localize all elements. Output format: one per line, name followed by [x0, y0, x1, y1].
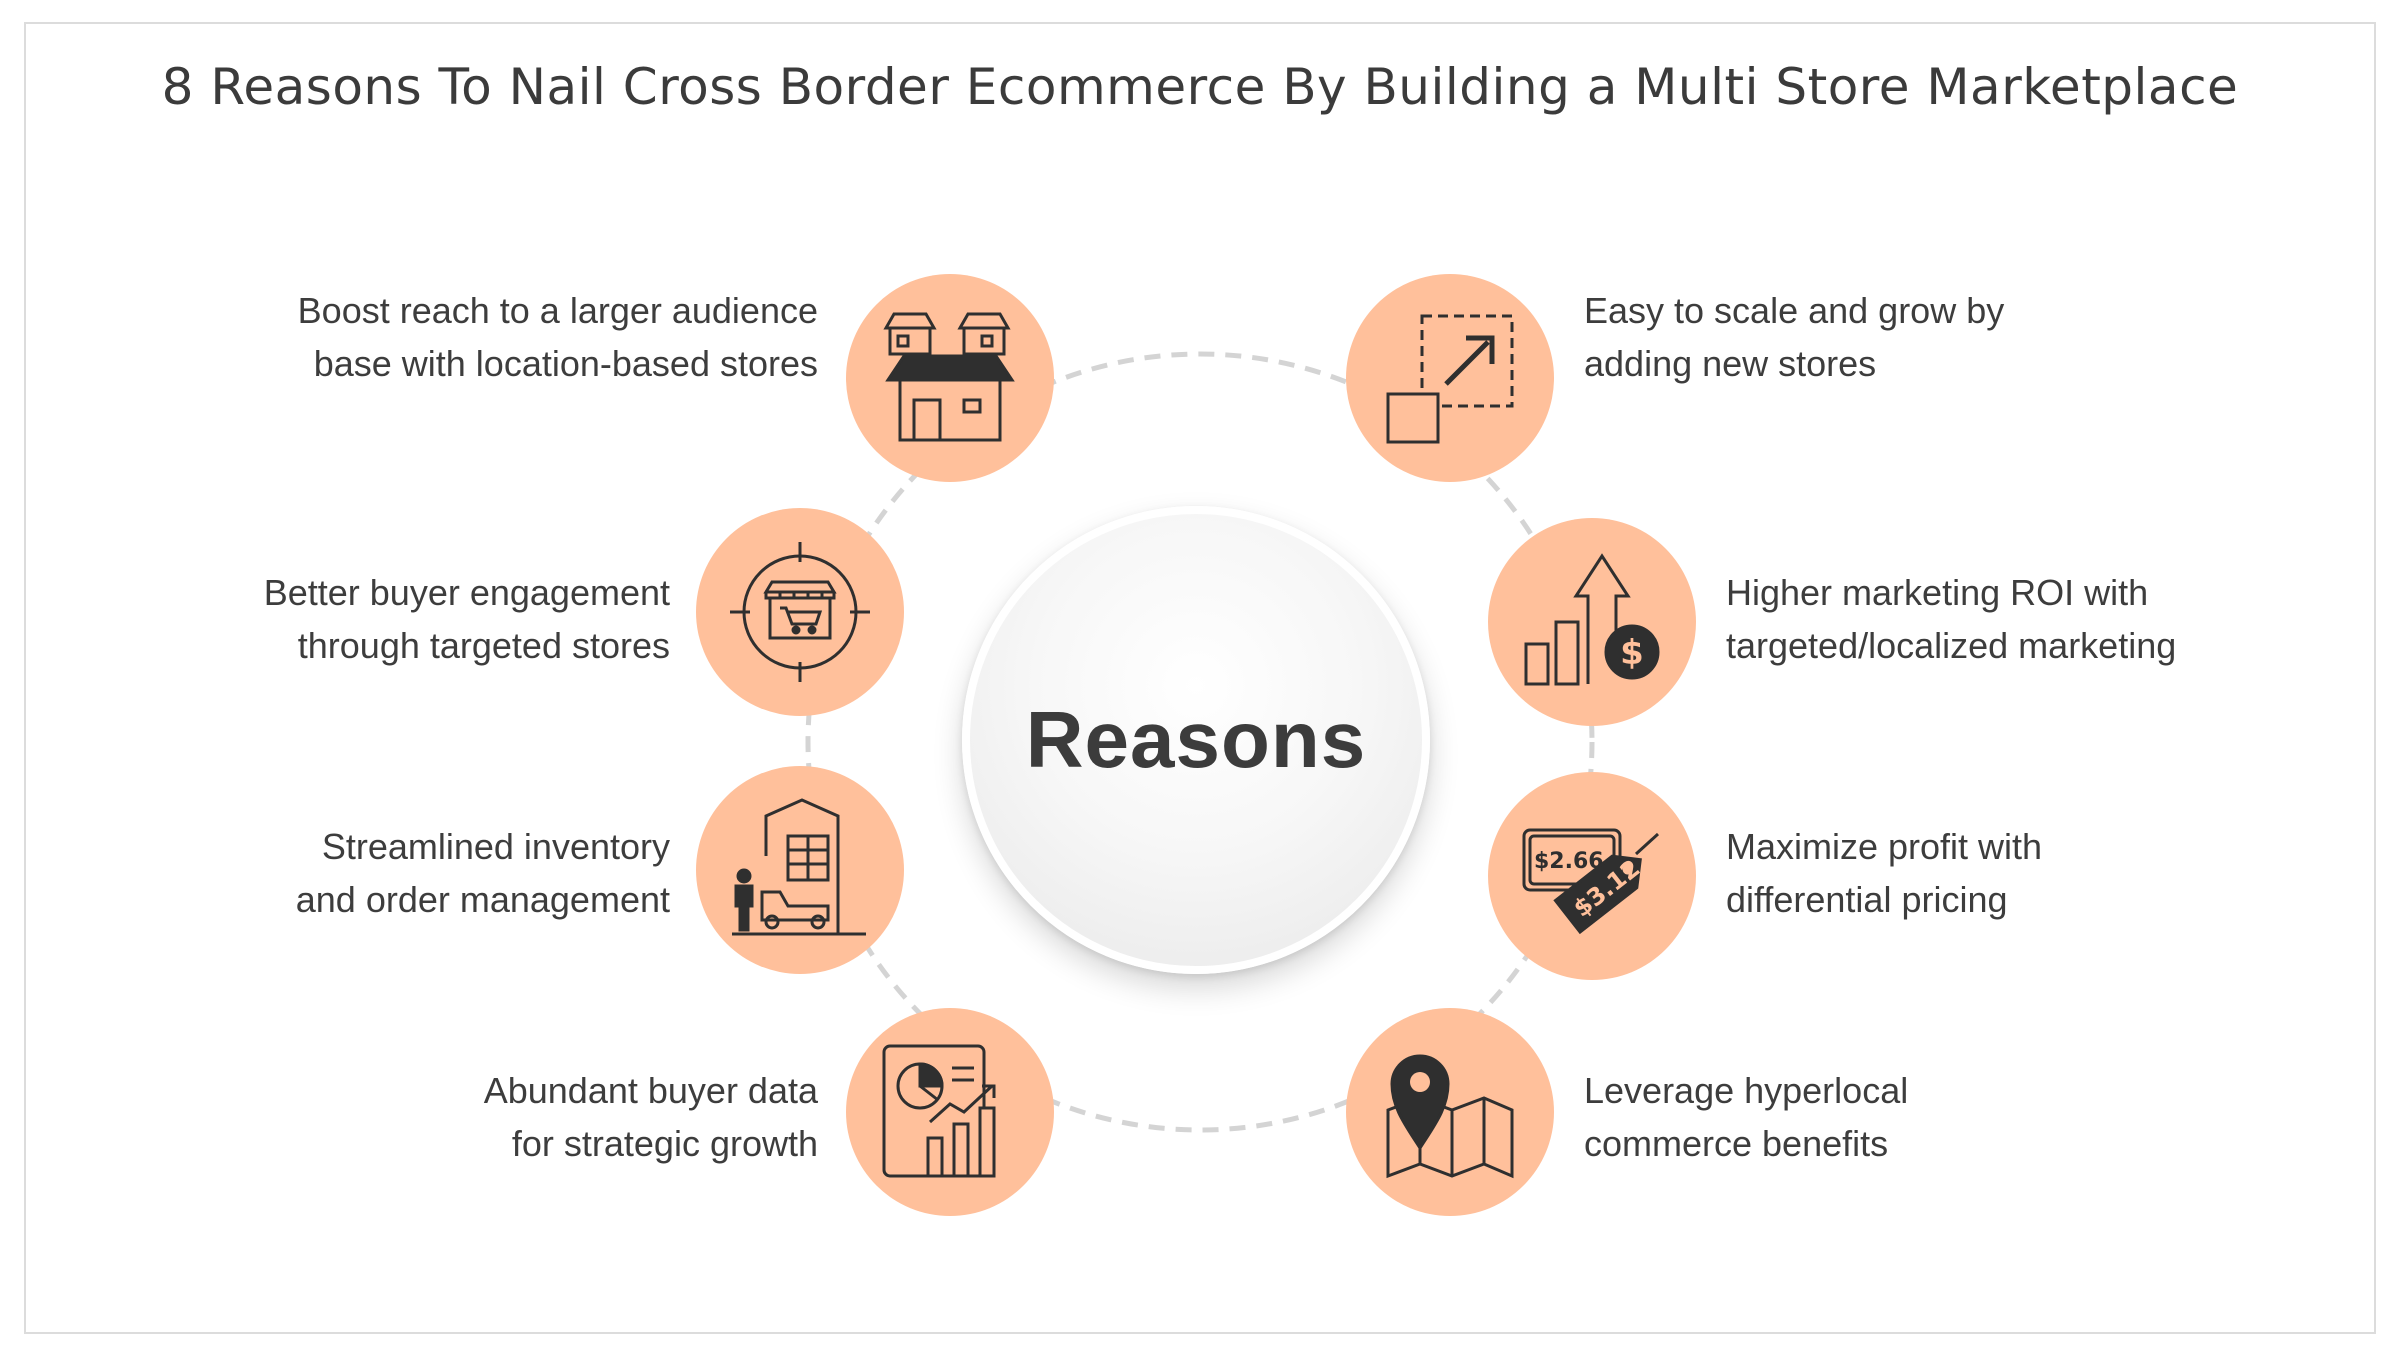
reason-text-hyperlocal: Leverage hyperlocal commerce benefits [1584, 1064, 2144, 1170]
reason-node-location-stores [846, 274, 1054, 482]
reason-line: Streamlined inventory [321, 826, 670, 867]
reason-line: Better buyer engagement [263, 572, 670, 613]
reason-node-scale [1346, 274, 1554, 482]
reason-line: Abundant buyer data [483, 1070, 818, 1111]
reason-text-location-stores: Boost reach to a larger audience base wi… [258, 284, 818, 390]
reason-text-buyer-data: Abundant buyer data for strategic growth [258, 1064, 818, 1170]
marketing-roi-icon: $ [1524, 553, 1660, 686]
reason-node-inventory [696, 766, 904, 974]
price-tag-icon: $2.66 $3.12 [1522, 828, 1660, 935]
targeted-store-icon [730, 542, 870, 682]
infographic-frame [24, 22, 2376, 1334]
reason-line: Higher marketing ROI with [1726, 572, 2149, 613]
reason-line: Boost reach to a larger audience [297, 290, 818, 331]
reason-node-hyperlocal [1346, 1008, 1554, 1216]
location-stores-icon [883, 312, 1015, 442]
reason-text-scale: Easy to scale and grow by adding new sto… [1584, 284, 2144, 390]
svg-text:$: $ [1620, 633, 1644, 673]
reason-line: adding new stores [1584, 343, 1877, 384]
reason-line: through targeted stores [297, 625, 670, 666]
reason-text-pricing: Maximize profit with differential pricin… [1726, 820, 2286, 926]
reason-text-inventory: Streamlined inventory and order manageme… [110, 820, 670, 926]
reason-line: Maximize profit with [1726, 826, 2043, 867]
reason-node-marketing-roi: $ [1488, 518, 1696, 726]
reason-line: differential pricing [1726, 879, 2008, 920]
reason-line: Easy to scale and grow by [1584, 290, 2005, 331]
scale-expand-icon [1386, 314, 1514, 444]
buyer-data-analytics-icon [882, 1044, 996, 1178]
map-pin-icon [1386, 1054, 1514, 1179]
inventory-warehouse-icon [732, 798, 866, 936]
reason-text-marketing-roi: Higher marketing ROI with targeted/local… [1726, 566, 2286, 672]
reason-line: commerce benefits [1584, 1123, 1889, 1164]
reason-text-targeted-stores: Better buyer engagement through targeted… [110, 566, 670, 672]
reason-node-targeted-stores [696, 508, 904, 716]
reason-line: Leverage hyperlocal [1584, 1070, 1909, 1111]
center-hub: Reasons [962, 506, 1430, 974]
reason-line: targeted/localized marketing [1726, 625, 2177, 666]
reason-line: and order management [295, 879, 670, 920]
page-title: 8 Reasons To Nail Cross Border Ecommerce… [161, 58, 2239, 116]
center-label: Reasons [1025, 695, 1367, 784]
reason-line: for strategic growth [511, 1123, 818, 1164]
reason-node-buyer-data [846, 1008, 1054, 1216]
reason-node-pricing: $2.66 $3.12 [1488, 772, 1696, 980]
reason-line: base with location-based stores [313, 343, 818, 384]
old-price-label: $2.66 [1534, 849, 1604, 874]
